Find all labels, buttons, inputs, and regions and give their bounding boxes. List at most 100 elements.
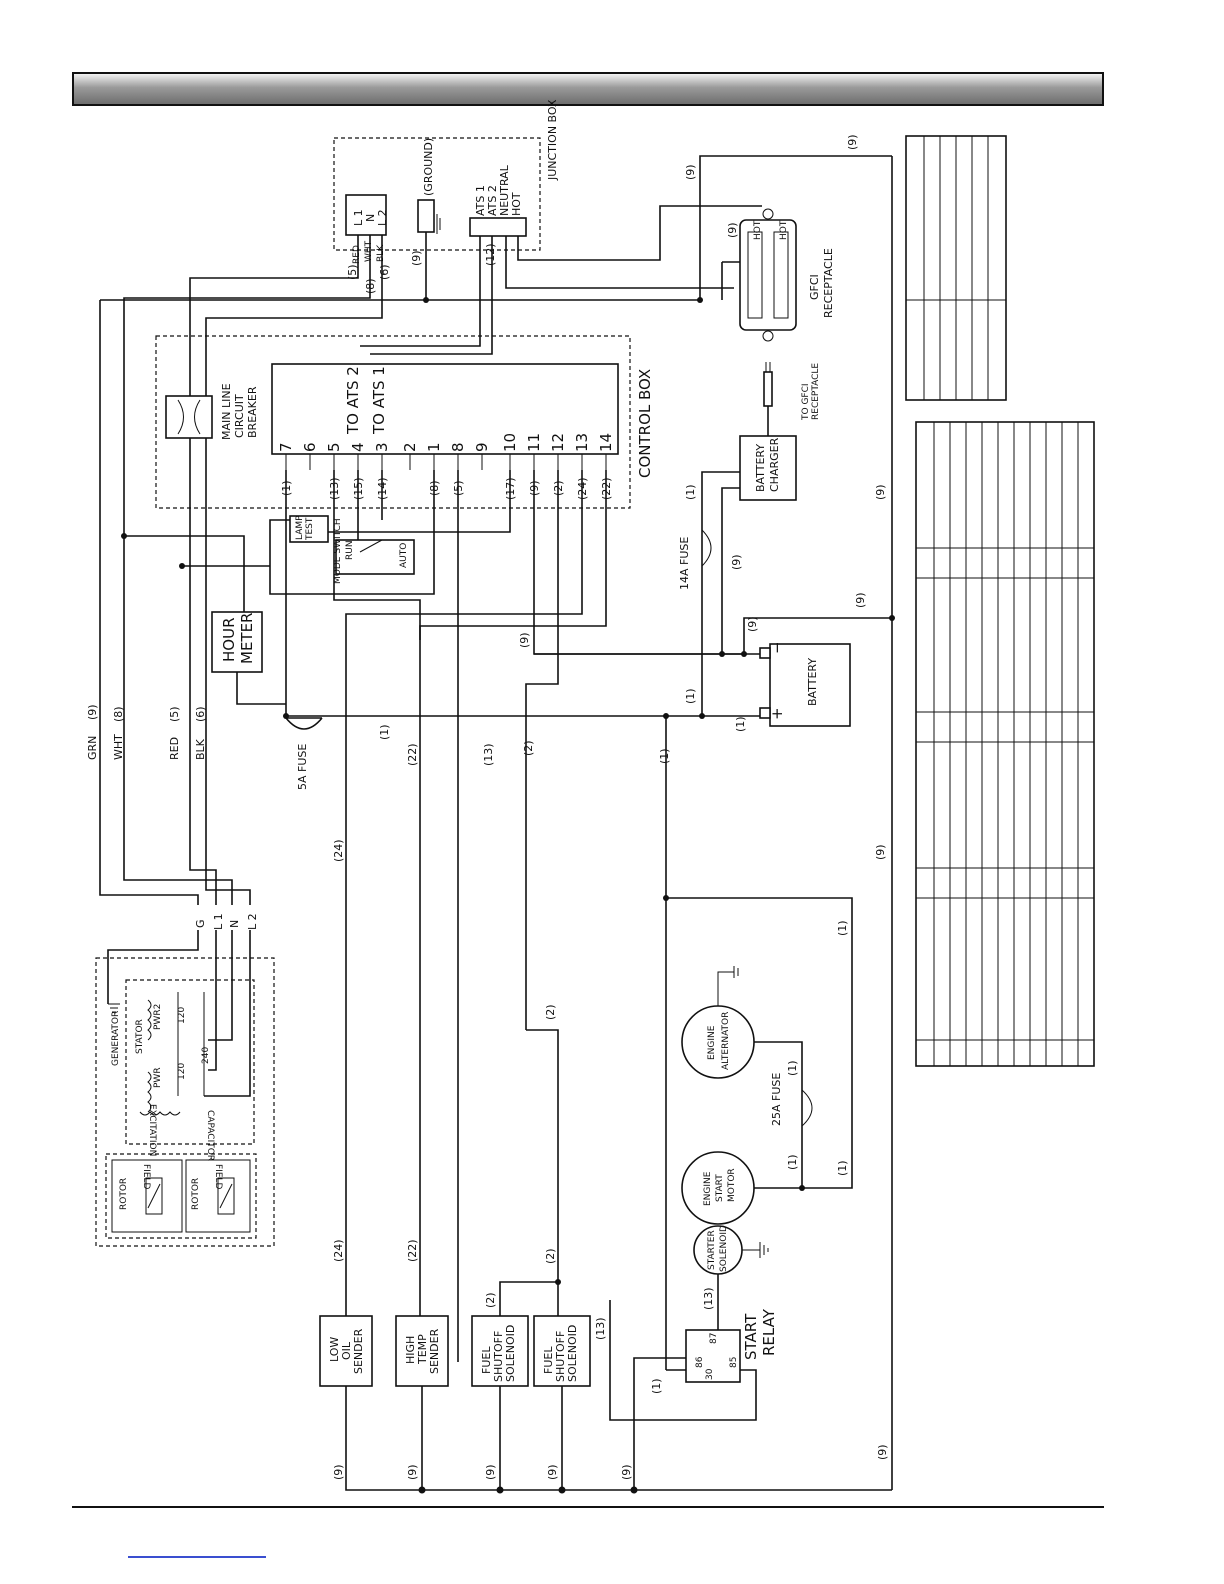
ground-terminal — [417, 199, 435, 233]
fuel-2-label-1: FUEL — [542, 1346, 555, 1374]
header-bar — [72, 72, 1104, 106]
control-box-label: CONTROL BOX — [636, 369, 654, 478]
battery-minus: − — [768, 641, 786, 654]
wire-6-left: (6) — [194, 706, 207, 722]
wire-1-mid: (1) — [378, 724, 391, 740]
ats2-label: ATS 2 — [486, 185, 499, 216]
battery-label: BATTERY — [806, 658, 819, 706]
wire-5-junction: (5) — [346, 264, 359, 280]
terminal-8: 8 — [449, 442, 467, 452]
starter-solenoid: STARTER SOLENOID — [693, 1225, 769, 1275]
fuel-shutoff-solenoid-2: FUEL SHUTOFF SOLENOID — [533, 1315, 591, 1387]
high-temp-label-2: TEMP — [416, 1334, 429, 1365]
terminal-9: 9 — [473, 442, 491, 452]
high-temp-label-1: HIGH — [404, 1336, 417, 1364]
svg-text:HOT: HOT — [753, 220, 763, 240]
wire-9-top-right: (9) — [846, 134, 859, 150]
wire-8-junction: (8) — [364, 278, 377, 294]
red-label: RED — [168, 737, 181, 760]
battery-plus: + — [768, 707, 786, 720]
wire-9-charger: (9) — [730, 554, 743, 570]
stator-label: STATOR — [135, 1019, 145, 1054]
ats-terminal-block — [469, 217, 527, 237]
wire-1-start-motor: (1) — [836, 1160, 849, 1176]
gfci-receptacle: HOT HOT GFCI RECEPTACLE — [739, 208, 835, 342]
wire-24-terminal13: (24) — [576, 477, 589, 500]
capacitor-label: CAPACITOR — [205, 1110, 215, 1161]
svg-text:HOT: HOT — [779, 220, 789, 240]
voltage-240: 240 — [201, 1047, 211, 1064]
terminal-4: 4 — [349, 442, 367, 452]
wire-8-left: (8) — [112, 706, 125, 722]
circuit-label: CIRCUIT — [233, 394, 246, 438]
gfci-label: GFCI — [808, 274, 821, 300]
excitation-label: EXCITATION — [147, 1104, 157, 1156]
wire-1-charger: (1) — [684, 484, 697, 500]
starter-solenoid-label-2: SOLENOID — [719, 1225, 729, 1272]
lamp-label: LAMP — [295, 515, 305, 540]
wire-1-relay: (1) — [650, 1378, 663, 1394]
wire-9-right-top: (9) — [874, 484, 887, 500]
start-motor-label-1: ENGINE — [703, 1171, 713, 1206]
start-relay: 86 87 30 85 START RELAY — [685, 1308, 778, 1383]
rotor-label-1: ROTOR — [119, 1178, 129, 1210]
wire-5-terminal9: (5) — [452, 480, 465, 496]
wire-24-mid: (24) — [332, 839, 345, 862]
high-temp-label-3: SENDER — [428, 1328, 441, 1374]
reference-table-top — [905, 135, 1007, 401]
engine-alternator: ENGINE ALTERNATOR — [681, 966, 755, 1079]
lamp-test-switch: LAMP TEST — [289, 515, 329, 543]
fuse-5a: 5A FUSE — [285, 717, 323, 790]
wire-2-solenoid: (2) — [544, 1004, 557, 1020]
mode-switch: RUN AUTO MODE SWITCH — [333, 518, 415, 584]
hour-meter: HOUR METER — [211, 611, 263, 673]
wire-9-right-rail: (9) — [854, 592, 867, 608]
fuel-2-label-3: SOLENOID — [566, 1325, 579, 1382]
fuse-14a: 14A FUSE — [678, 529, 712, 590]
start-relay-label-1: START — [742, 1313, 760, 1360]
grn-label: GRN — [86, 736, 99, 760]
reference-table-columns — [933, 422, 1079, 1066]
terminal-1: 1 — [425, 442, 443, 452]
relay-85: 85 — [729, 1357, 739, 1368]
footer-link[interactable] — [128, 1556, 266, 1558]
wire-9-ground: (9) — [410, 250, 423, 266]
hot-label: HOT — [510, 192, 523, 216]
voltage-120-upper: 120 — [177, 1007, 187, 1024]
engine-start-motor: ENGINE START MOTOR — [681, 1151, 755, 1225]
line-terminal-block — [345, 194, 387, 236]
wire-9-fuel-2: (9) — [546, 1464, 559, 1480]
terminal-6: 6 — [301, 442, 319, 452]
terminal-l1-label: L 1 — [352, 209, 365, 226]
fuel-shutoff-solenoid-1: FUEL SHUTOFF SOLENOID — [471, 1315, 529, 1387]
wire-1-battery-plus: (1) — [734, 716, 747, 732]
battery-charger: BATTERY CHARGER TO GFCI RECEPTACLE — [739, 362, 821, 501]
reference-table-bottom — [915, 421, 1095, 1067]
fuse-25a-label: 25A FUSE — [770, 1073, 783, 1126]
main-line-circuit-breaker: MAIN LINE CIRCUIT BREAKER — [165, 383, 259, 440]
wire-9-bottom-right: (9) — [876, 1444, 889, 1460]
generator: GENERATOR STATOR PWR2 PWR 120 120 240 EX… — [95, 957, 275, 1247]
junction-box-label: JUNCTION BOX — [546, 99, 559, 181]
terminal-5: 5 — [325, 442, 343, 452]
fuel-2-label-2: SHUTOFF — [554, 1331, 567, 1382]
wire-9-battery: (9) — [518, 632, 531, 648]
wire-13-mid: (13) — [482, 743, 495, 766]
ground-icon — [733, 966, 739, 978]
terminal-14: 14 — [597, 433, 615, 452]
to-gfci-label: TO GFCI — [801, 383, 811, 421]
wire-13-relay: (13) — [702, 1287, 715, 1310]
wire-8-terminal8: (8) — [428, 480, 441, 496]
wire-9-mid-right: (9) — [874, 844, 887, 860]
wire-color-red: RED — [352, 245, 362, 264]
terminal-2: 2 — [401, 442, 419, 452]
battery-charger-label-2: CHARGER — [768, 437, 781, 492]
terminal-11: 11 — [525, 433, 543, 452]
starter-solenoid-label-1: STARTER — [707, 1230, 717, 1270]
field-label-1: FIELD — [141, 1164, 151, 1190]
neutral-label: NEUTRAL — [498, 164, 511, 216]
meter-label: METER — [238, 613, 256, 664]
wire-1-terminal7: (1) — [280, 480, 293, 496]
footer-rule — [72, 1506, 1104, 1508]
